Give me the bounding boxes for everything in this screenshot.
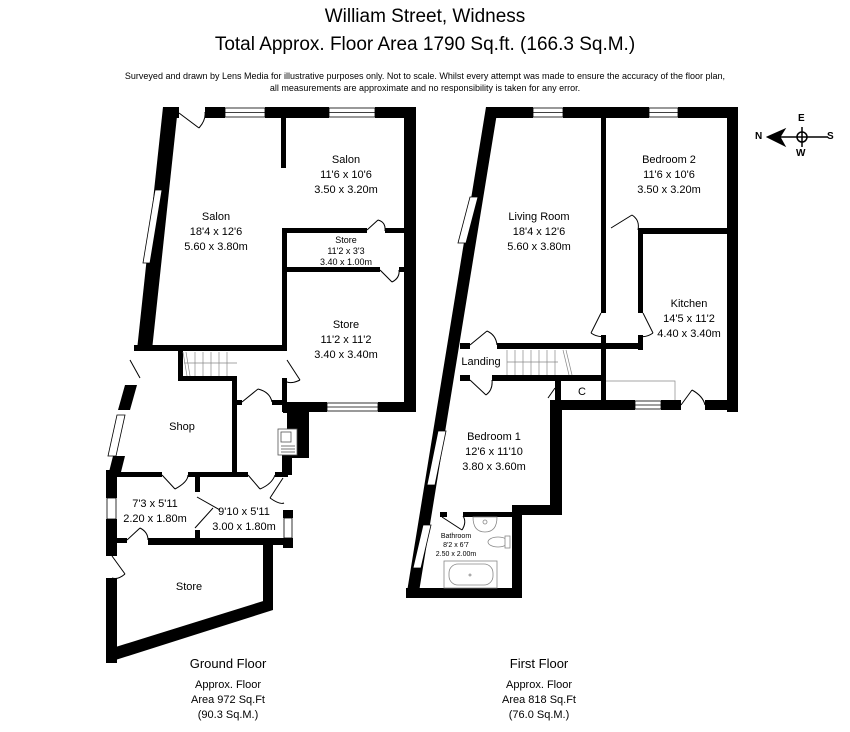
first-floor-doors: [441, 214, 706, 531]
room-imperial: 7'3 x 5'11: [132, 498, 178, 510]
room-label-small-room-a: 7'3 x 5'11 2.20 x 1.80m: [123, 497, 187, 527]
ground-floor-windows: [106, 107, 379, 539]
room-metric: 3.40 x 1.00m: [319, 257, 373, 267]
sink-icon: [277, 428, 298, 456]
room-name: Salon: [331, 154, 361, 166]
first-floor-windows: [412, 107, 679, 569]
ground-floor-stairs: [182, 351, 237, 377]
room-imperial: 18'4 x 12'6: [512, 226, 566, 238]
area-line: (76.0 Sq.M.): [508, 709, 570, 721]
area-line: Area 972 Sq.Ft: [191, 694, 265, 706]
room-metric: 2.20 x 1.80m: [123, 513, 187, 525]
room-name: Shop: [169, 421, 195, 433]
compass-west-label: W: [796, 148, 806, 159]
compass-north-label: N: [755, 131, 763, 142]
room-metric: 5.60 x 3.80m: [507, 241, 571, 253]
first-floor-caption: First Floor: [509, 656, 569, 671]
room-imperial: 11'2 x 11'2: [320, 334, 372, 346]
total-area-subtitle: Total Approx. Floor Area 1790 Sq.ft. (16…: [214, 34, 636, 55]
room-label-landing: Landing: [461, 355, 500, 370]
disclaimer-line-1: Surveyed and drawn by Lens Media for ill…: [124, 71, 726, 81]
room-metric: 2.50 x 2.00m: [435, 551, 477, 558]
room-label-salon-small: Salon 11'6 x 10'6 3.50 x 3.20m: [314, 153, 378, 198]
room-label-bedroom-2: Bedroom 2 11'6 x 10'6 3.50 x 3.20m: [637, 153, 701, 198]
room-name: Landing: [461, 356, 501, 368]
room-metric: 3.40 x 3.40m: [314, 349, 378, 361]
kitchen-worktop: [606, 380, 676, 400]
room-metric: 3.80 x 3.60m: [462, 461, 526, 473]
room-imperial: 9'10 x 5'11: [218, 506, 270, 518]
room-label-small-room-b: 9'10 x 5'11 3.00 x 1.80m: [212, 505, 276, 535]
ground-floor-caption: Ground Floor: [189, 656, 267, 671]
room-label-kitchen: Kitchen 14'5 x 11'2 4.40 x 3.40m: [657, 297, 721, 342]
compass-south-label: S: [827, 131, 834, 142]
compass-arrow-icon: [765, 127, 828, 148]
room-metric: 3.50 x 3.20m: [314, 184, 378, 196]
room-label-store-square: Store 11'2 x 11'2 3.40 x 3.40m: [314, 318, 378, 363]
disclaimer: Surveyed and drawn by Lens Media for ill…: [0, 70, 850, 94]
room-name: Bathroom: [440, 533, 472, 540]
plan-title: William Street, Widness: [324, 6, 526, 27]
ground-floor-walls: [106, 107, 416, 663]
compass-east-label: E: [798, 113, 805, 124]
room-label-living-room: Living Room 18'4 x 12'6 5.60 x 3.80m: [507, 210, 571, 255]
area-line: (90.3 Sq.M.): [197, 709, 259, 721]
room-imperial: 12'6 x 11'10: [465, 446, 523, 458]
room-name: Bedroom 2: [642, 154, 696, 166]
room-name: Kitchen: [670, 298, 708, 310]
room-metric: 3.00 x 1.80m: [212, 521, 276, 533]
room-label-cupboard: C: [578, 385, 586, 400]
bathroom-fixtures: [443, 516, 511, 589]
room-imperial: 11'6 x 10'6: [643, 169, 695, 181]
room-label-store-rear: Store: [176, 580, 202, 595]
room-name: Store: [175, 581, 203, 593]
room-label-bedroom-1: Bedroom 1 12'6 x 11'10 3.80 x 3.60m: [462, 430, 526, 475]
room-label-store-narrow: Store 11'2 x 3'3 3.40 x 1.00m: [320, 235, 372, 268]
room-imperial: 11'2 x 3'3: [327, 246, 365, 256]
room-metric: 3.50 x 3.20m: [637, 184, 701, 196]
room-name: Bedroom 1: [467, 431, 521, 443]
room-imperial: 14'5 x 11'2: [663, 313, 715, 325]
room-metric: 4.40 x 3.40m: [657, 328, 721, 340]
room-imperial: 18'4 x 12'6: [189, 226, 243, 238]
room-name: Store: [332, 319, 360, 331]
room-name: C: [578, 386, 586, 398]
ground-floor-doors: [111, 111, 400, 579]
room-label-shop: Shop: [169, 420, 195, 435]
room-imperial: 11'6 x 10'6: [320, 169, 372, 181]
first-floor-stairs: [506, 349, 573, 376]
room-metric: 5.60 x 3.80m: [184, 241, 248, 253]
basin-icon: [472, 516, 498, 533]
first-floor-area: Approx. Floor Area 818 Sq.Ft (76.0 Sq.M.…: [502, 678, 576, 723]
area-line: Approx. Floor: [194, 679, 262, 691]
area-line: Approx. Floor: [505, 679, 573, 691]
room-label-salon-large: Salon 18'4 x 12'6 5.60 x 3.80m: [184, 210, 248, 255]
room-name: Salon: [201, 211, 231, 223]
ground-floor-area: Approx. Floor Area 972 Sq.Ft (90.3 Sq.M.…: [191, 678, 265, 723]
area-line: Area 818 Sq.Ft: [502, 694, 576, 706]
room-name: Store: [335, 235, 357, 245]
room-imperial: 8'2 x 6'7: [443, 542, 469, 549]
disclaimer-line-2: all measurements are approximate and no …: [269, 83, 581, 93]
room-name: Living Room: [508, 211, 570, 223]
room-label-bathroom: Bathroom 8'2 x 6'7 2.50 x 2.00m: [436, 532, 476, 559]
